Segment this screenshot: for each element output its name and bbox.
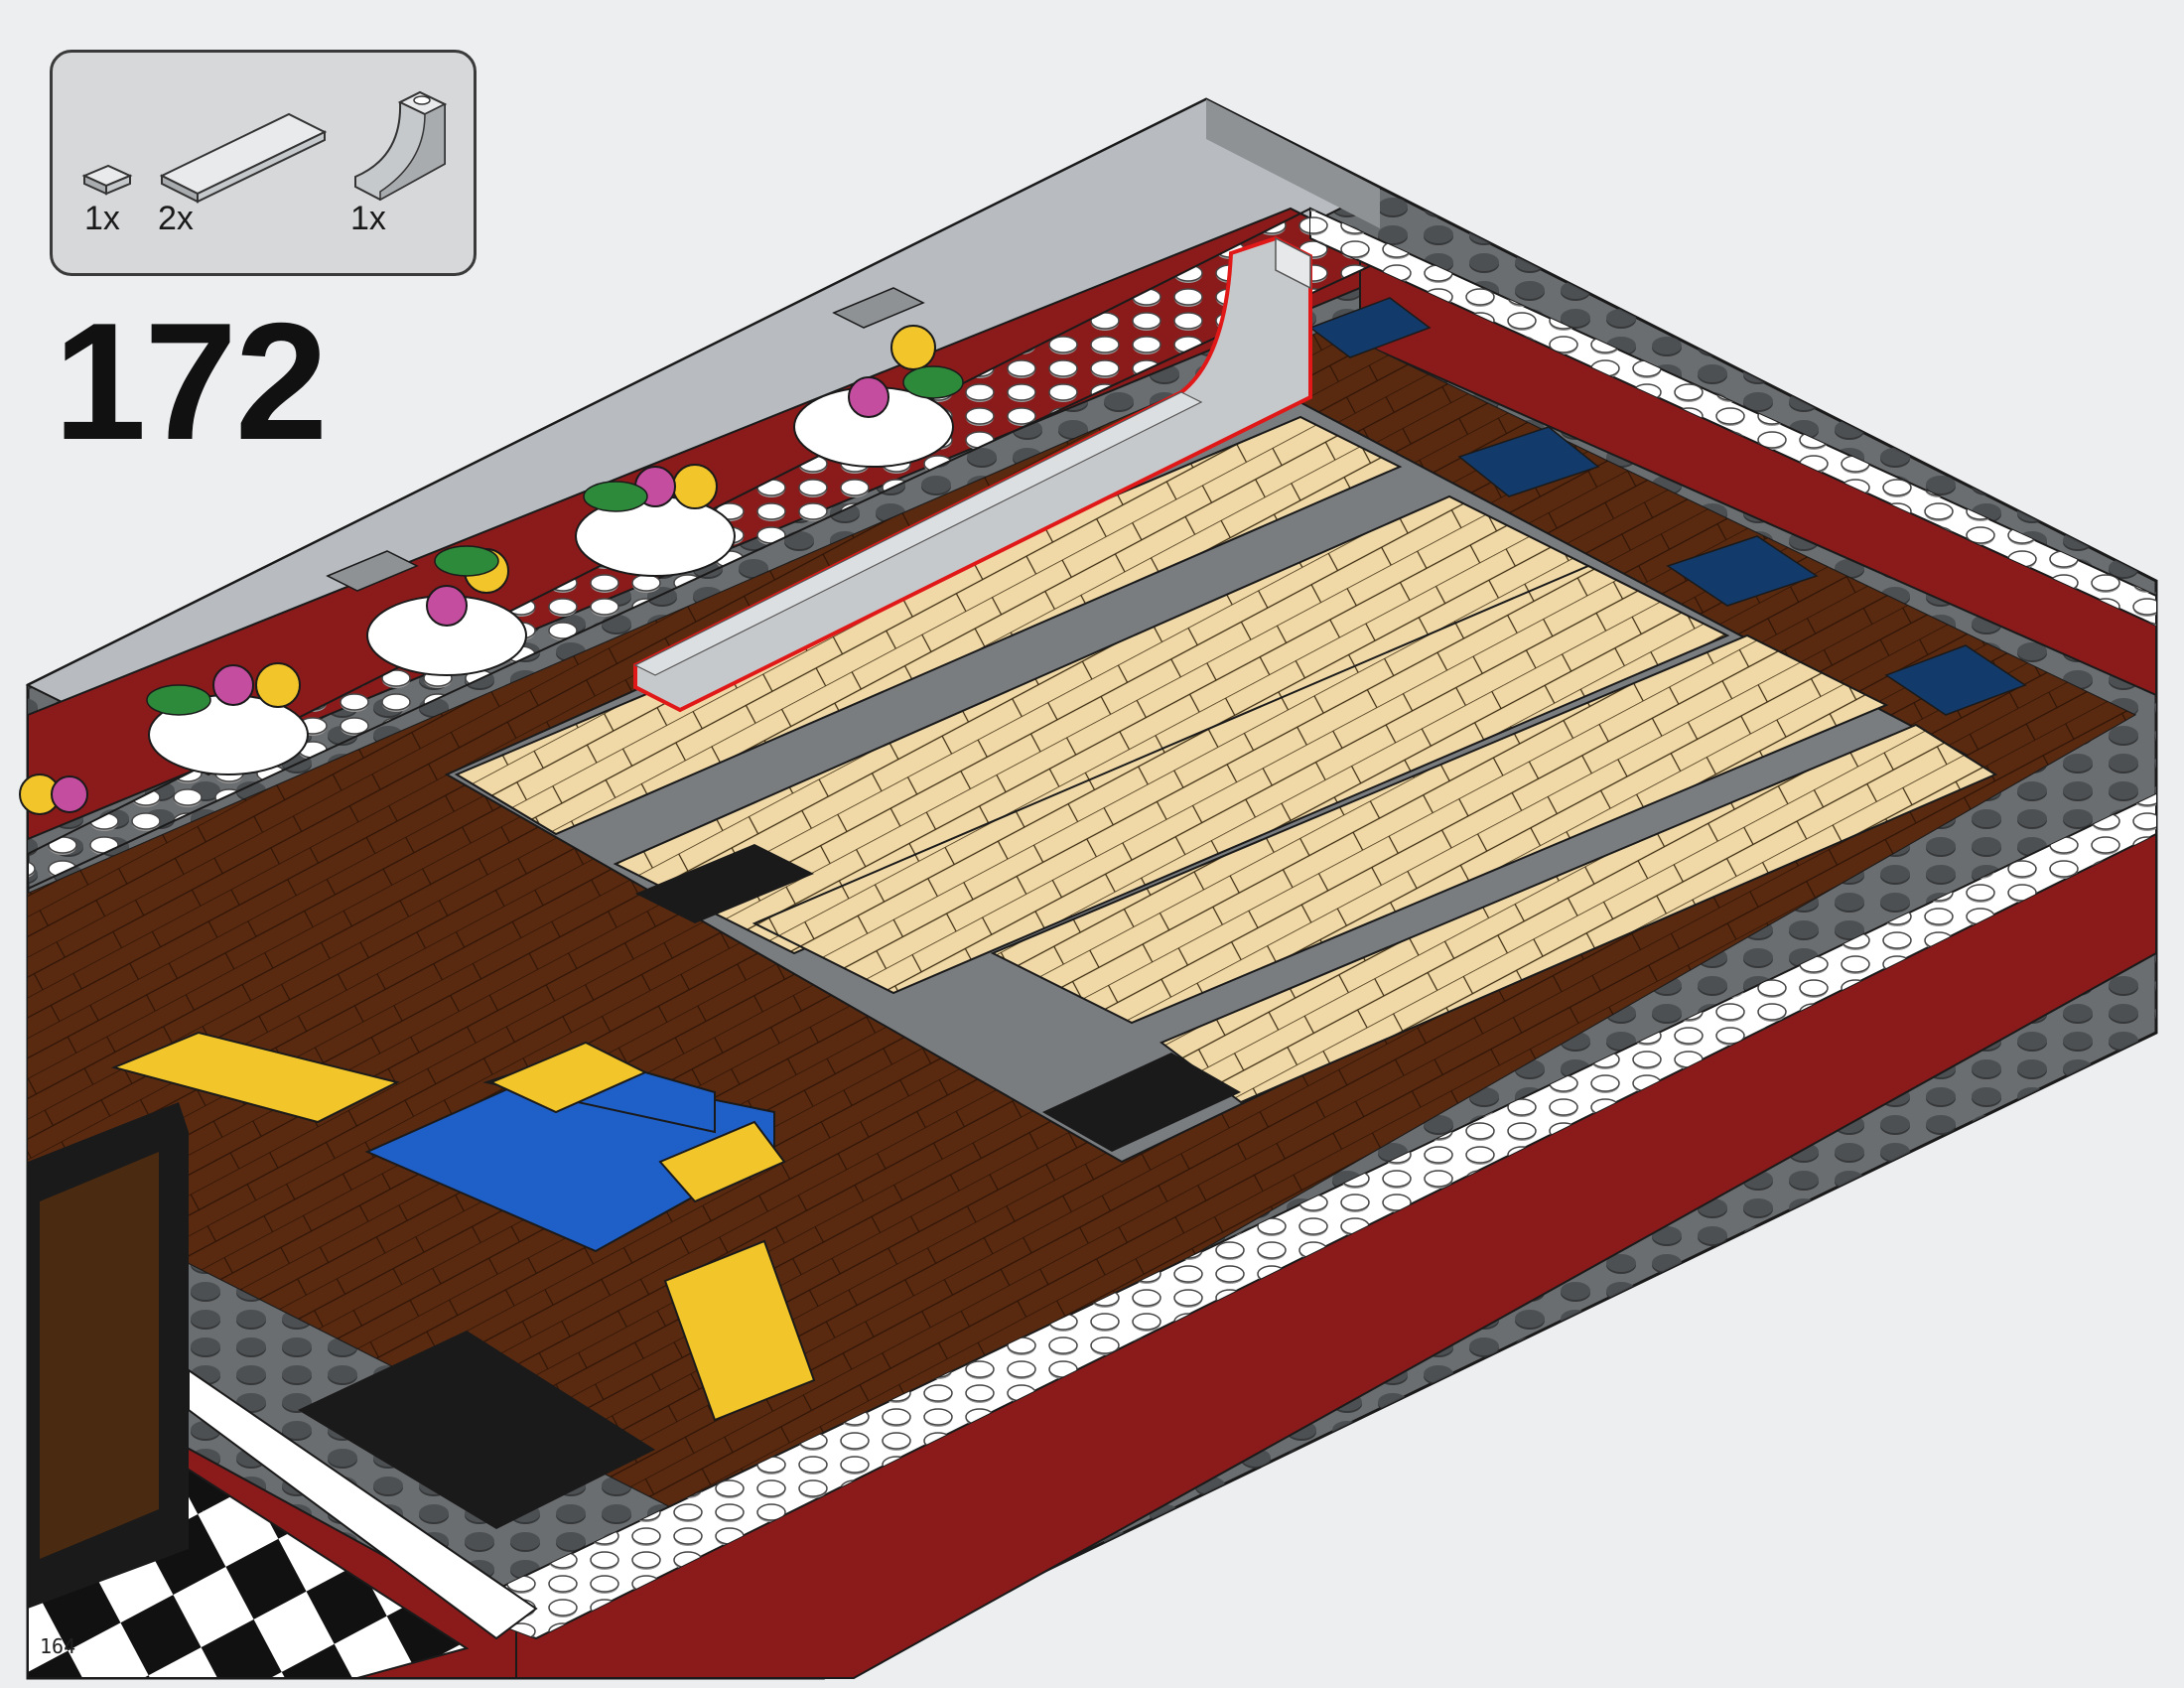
plate-1x6-light-gray-icon <box>159 112 328 204</box>
parts-list-callout: 1x 2x 1x <box>50 50 477 276</box>
page-number: 164 <box>40 1634 76 1658</box>
part-quantity-arch: 1x <box>350 200 386 237</box>
step-number: 172 <box>54 288 328 475</box>
flower-planters <box>19 325 964 815</box>
tile-1x1-light-gray-icon <box>81 164 133 196</box>
part-quantity-plate: 2x <box>158 200 194 237</box>
arch-curved-slope-light-gray-icon <box>354 90 448 202</box>
part-quantity-tile: 1x <box>84 200 120 237</box>
highlighted-new-part <box>633 235 1312 713</box>
